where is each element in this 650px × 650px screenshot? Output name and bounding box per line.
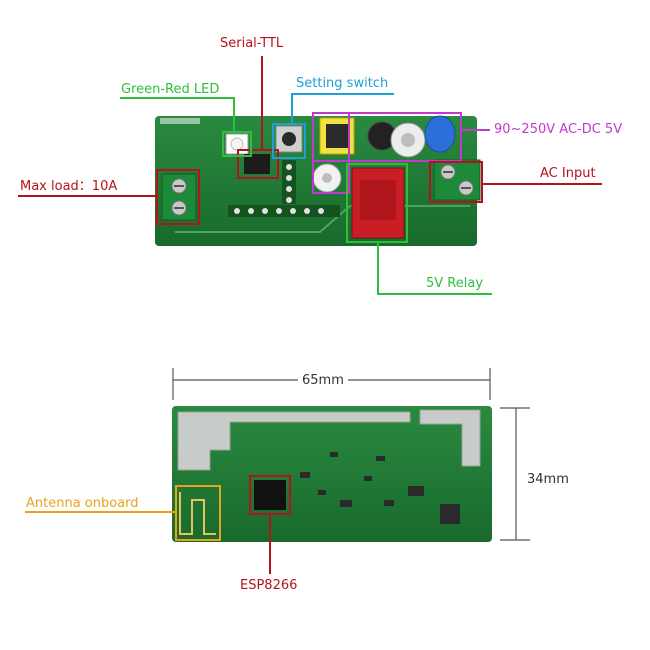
callout-antenna [25, 485, 221, 541]
callout-ac-dc [312, 112, 490, 194]
top-silk-text [160, 118, 200, 124]
label-relay: 5V Relay [426, 276, 484, 291]
callout-esp8266 [249, 475, 291, 574]
label-green-red-led: Green-Red LED [121, 82, 220, 97]
relay-component [351, 167, 405, 239]
antenna-trace [179, 492, 216, 535]
dimension-width-label: 65mm [298, 373, 348, 389]
right-screw-terminal [433, 159, 481, 201]
tactile-switch [275, 125, 303, 153]
bottom-trace-right [419, 409, 481, 467]
regulator-chip [244, 154, 270, 174]
label-ac-dc: 90~250V AC-DC 5V [494, 122, 623, 137]
left-screw-terminal [161, 173, 197, 221]
esp8266-chip [254, 480, 286, 510]
callout-relay [346, 163, 492, 295]
label-esp8266: ESP8266 [240, 578, 298, 593]
callout-setting-switch [272, 93, 394, 159]
callout-max-load [18, 169, 200, 225]
header-pins [228, 205, 340, 217]
bottom-board [172, 406, 492, 542]
power-supply [312, 115, 456, 193]
label-max-load: Max load：10A [20, 179, 118, 194]
top-silkscreen [175, 205, 470, 233]
callout-green-red-led [120, 97, 252, 157]
serial-pins [282, 160, 296, 204]
bottom-trace-left [177, 411, 411, 471]
smd-components [300, 452, 460, 524]
bottom-pcb [172, 406, 492, 542]
label-setting-switch: Setting switch [296, 76, 389, 91]
label-antenna: Antenna onboard [26, 496, 139, 511]
dimension-height [500, 407, 530, 541]
callout-ac-input [429, 161, 602, 203]
label-serial-ttl: Serial-TTL [220, 36, 284, 51]
label-ac-input: AC Input [540, 166, 596, 181]
callout-serial-ttl [237, 56, 279, 179]
top-board [155, 115, 481, 246]
dimension-height-label: 34mm [527, 472, 569, 487]
